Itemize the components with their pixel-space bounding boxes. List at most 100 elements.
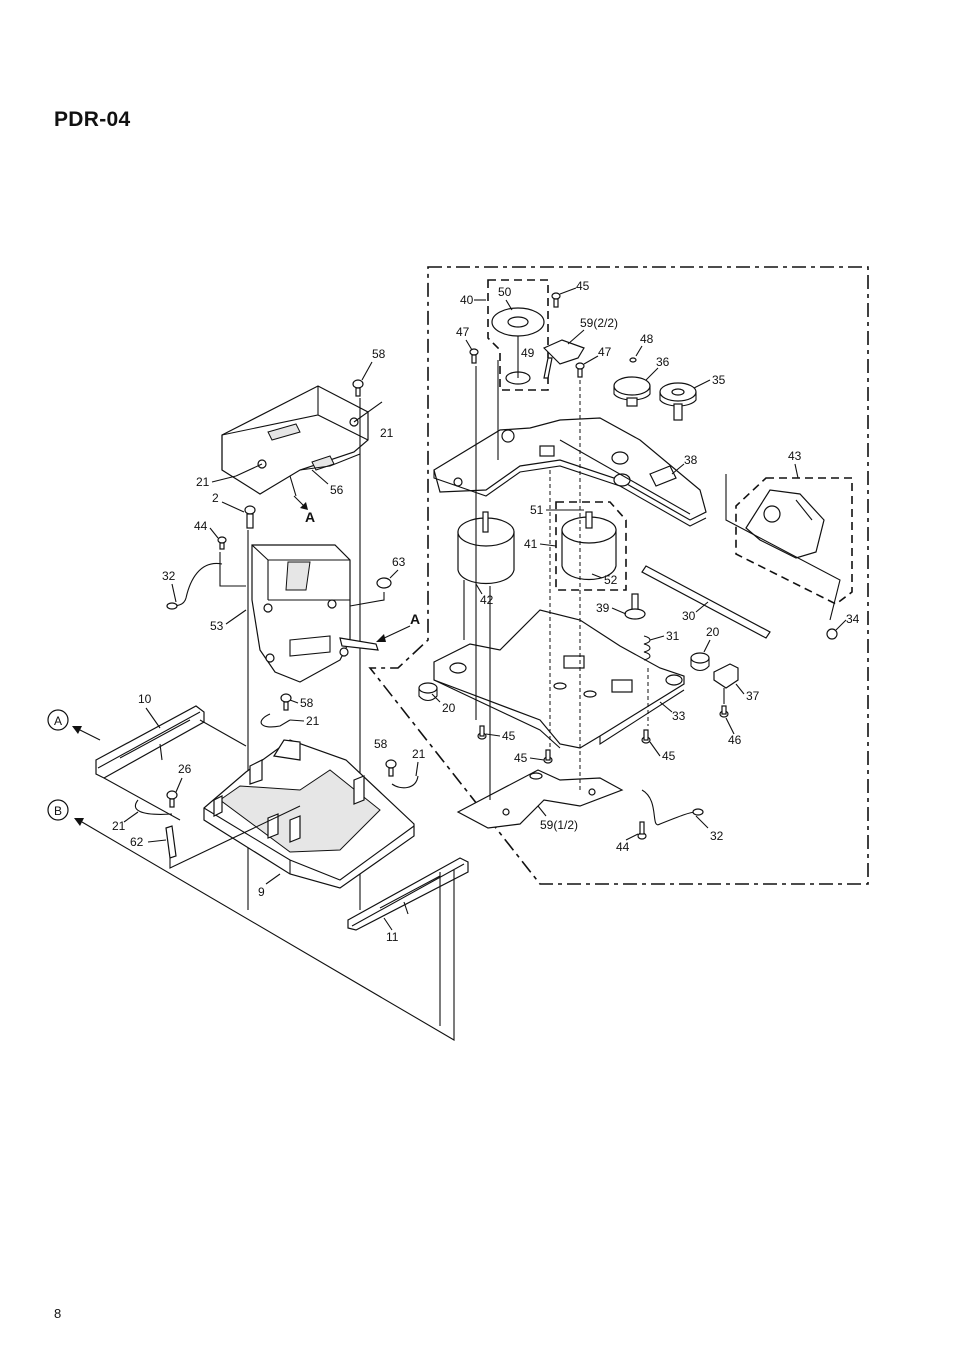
guide-line [199,719,247,747]
guide-shaft-30 [641,565,771,639]
label-21: 21 [306,714,320,728]
label-53: 53 [210,619,224,633]
guide-line [169,805,301,869]
nut-34 [826,628,838,640]
label-20: 20 [442,701,456,715]
label-30: 30 [682,609,696,623]
screw-46 [719,705,729,718]
screw-45-top [551,292,561,308]
loader-block [251,544,379,683]
label-44: 44 [616,840,630,854]
washer-63 [376,577,392,589]
screw-47-left [469,348,479,364]
label-43: 43 [788,449,802,463]
label-59-1-2: 59(1/2) [540,818,578,832]
callout-labels: 58 21 21 56 2 A 44 32 63 53 A 10 58 21 5… [112,279,860,944]
pickup-group-43-box [735,477,853,605]
page-title: PDR-04 [54,108,131,131]
label-56: 56 [330,483,344,497]
clamp-plate-56 [221,385,383,497]
gear-39 [624,593,646,620]
mechanism-plate-38 [433,417,707,527]
label-47: 47 [598,345,612,359]
page-number: 8 [54,1306,62,1321]
label-11: 11 [386,930,399,944]
label-20: 20 [706,625,720,639]
reference-marker-a: A [47,709,101,741]
screw-58-right [385,759,397,777]
lever-62 [165,825,177,859]
label-45: 45 [576,279,590,293]
label-45: 45 [662,749,676,763]
wire-lug [166,602,178,610]
screw-2 [244,505,256,529]
label-63: 63 [392,555,406,569]
label-37: 37 [746,689,760,703]
guide-line-b [81,821,455,1041]
washer-48 [629,357,637,363]
svg-text:A: A [54,714,62,728]
optical-pickup-43 [745,489,825,559]
spring-31 [643,635,651,661]
label-35: 35 [712,373,726,387]
wire-lug-right [692,808,704,816]
ground-wire-32 [167,563,223,607]
label-40: 40 [460,293,474,307]
spring-21-c [260,713,291,728]
label-45: 45 [514,751,528,765]
arrow-a2-head [376,634,386,642]
damper-20-left [418,682,438,702]
svg-text:B: B [54,804,62,818]
label-32: 32 [162,569,176,583]
screw-58-mid [280,693,292,711]
screw-45-b [543,749,553,764]
label-21: 21 [112,819,126,833]
base-plate-33 [433,609,685,749]
label-44: 44 [194,519,208,533]
label-48: 48 [640,332,654,346]
label-58: 58 [374,737,388,751]
slider-11 [347,857,469,931]
label-45: 45 [502,729,516,743]
label-34: 34 [846,612,860,626]
guide-line [349,592,385,607]
subassembly-boundary [368,266,869,885]
label-38: 38 [684,453,698,467]
screw-45-a [477,725,487,740]
label-36: 36 [656,355,670,369]
label-21: 21 [196,475,210,489]
motor-52 [561,511,617,581]
chassis-base-9 [203,739,415,889]
guide-line-dashed [549,380,581,790]
screw-26 [166,790,178,808]
arrow-a2-line [379,625,411,641]
label-21: 21 [412,747,426,761]
spring-21-e [134,799,173,815]
reference-marker-b: B [47,799,84,826]
label-46: 46 [728,733,742,747]
label-50: 50 [498,285,512,299]
spring-21-d [391,775,419,789]
guide-line [219,552,246,587]
label-31: 31 [666,629,680,643]
arrow-a1-head [300,502,308,510]
guide-line [725,474,841,621]
gear-35 [659,382,697,421]
clamper-group-40-box [487,279,549,391]
spindle-motor-group-41-box [555,501,627,591]
label-62: 62 [130,835,144,849]
label-39: 39 [596,601,610,615]
screw-44-right [637,821,647,840]
label-10: 10 [138,692,152,706]
damper-20-right [690,652,710,672]
label-9: 9 [258,885,265,899]
arrow-label-a: A [410,611,420,627]
label-2: 2 [212,491,219,505]
label-42: 42 [480,593,494,607]
gear-36 [613,376,651,407]
guide-line [463,580,491,800]
pcb-59-1 [456,769,624,829]
label-52: 52 [604,573,618,587]
screw-58-top [352,379,364,397]
